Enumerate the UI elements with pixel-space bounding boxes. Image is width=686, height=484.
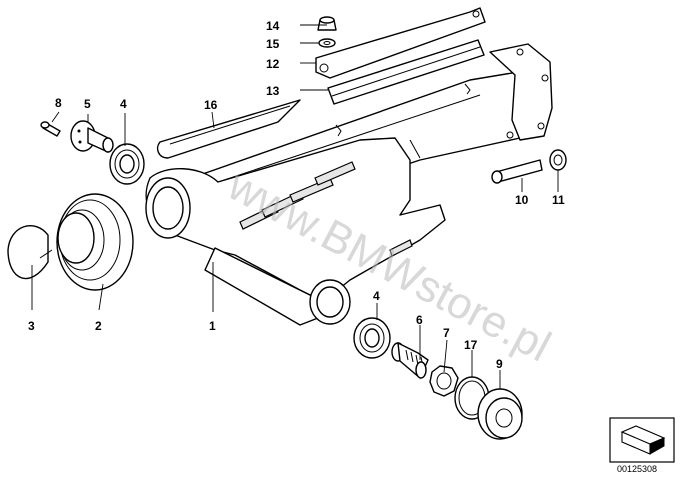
- cover-strip-part: [156, 99, 301, 159]
- ball-bearing-lower: [353, 317, 391, 359]
- nut-part-14: [317, 16, 337, 31]
- label-12: 12: [266, 57, 280, 71]
- label-17: 17: [464, 338, 478, 352]
- bolt-part-8: [40, 121, 61, 137]
- ball-bearing-upper: [109, 143, 145, 185]
- label-9: 9: [496, 357, 503, 371]
- label-6: 6: [416, 313, 423, 327]
- cap-part-9: [477, 388, 523, 440]
- label-7: 7: [443, 326, 450, 340]
- reference-box: 00125308: [609, 417, 675, 474]
- label-14: 14: [266, 19, 280, 33]
- label-13: 13: [266, 84, 280, 98]
- label-4-upper: 4: [120, 97, 127, 111]
- reference-number: 00125308: [617, 464, 657, 474]
- threaded-pin-part: [391, 342, 429, 379]
- circlip-part: [7, 225, 53, 280]
- rail-bracket-part: [315, 7, 486, 79]
- label-16: 16: [204, 98, 218, 112]
- label-5: 5: [84, 97, 91, 111]
- label-3: 3: [28, 319, 35, 333]
- label-2: 2: [95, 319, 102, 333]
- washer-part-11: [549, 149, 567, 171]
- label-10: 10: [515, 193, 529, 207]
- bolt-part-10: [491, 159, 543, 184]
- label-4-lower: 4: [373, 289, 380, 303]
- hex-nut-part-7: [429, 365, 459, 397]
- rubber-boot-part: [56, 193, 134, 291]
- leader-lines: [31, 24, 559, 389]
- label-8: 8: [55, 96, 62, 110]
- bearing-pin-part: [70, 120, 114, 153]
- washer-part-15: [318, 38, 336, 48]
- swingarm-body: [145, 43, 553, 326]
- label-11: 11: [552, 193, 565, 207]
- label-15: 15: [266, 37, 280, 51]
- rubber-strip-part: [327, 39, 485, 105]
- label-1: 1: [209, 319, 216, 333]
- arrow-icon: [620, 425, 666, 455]
